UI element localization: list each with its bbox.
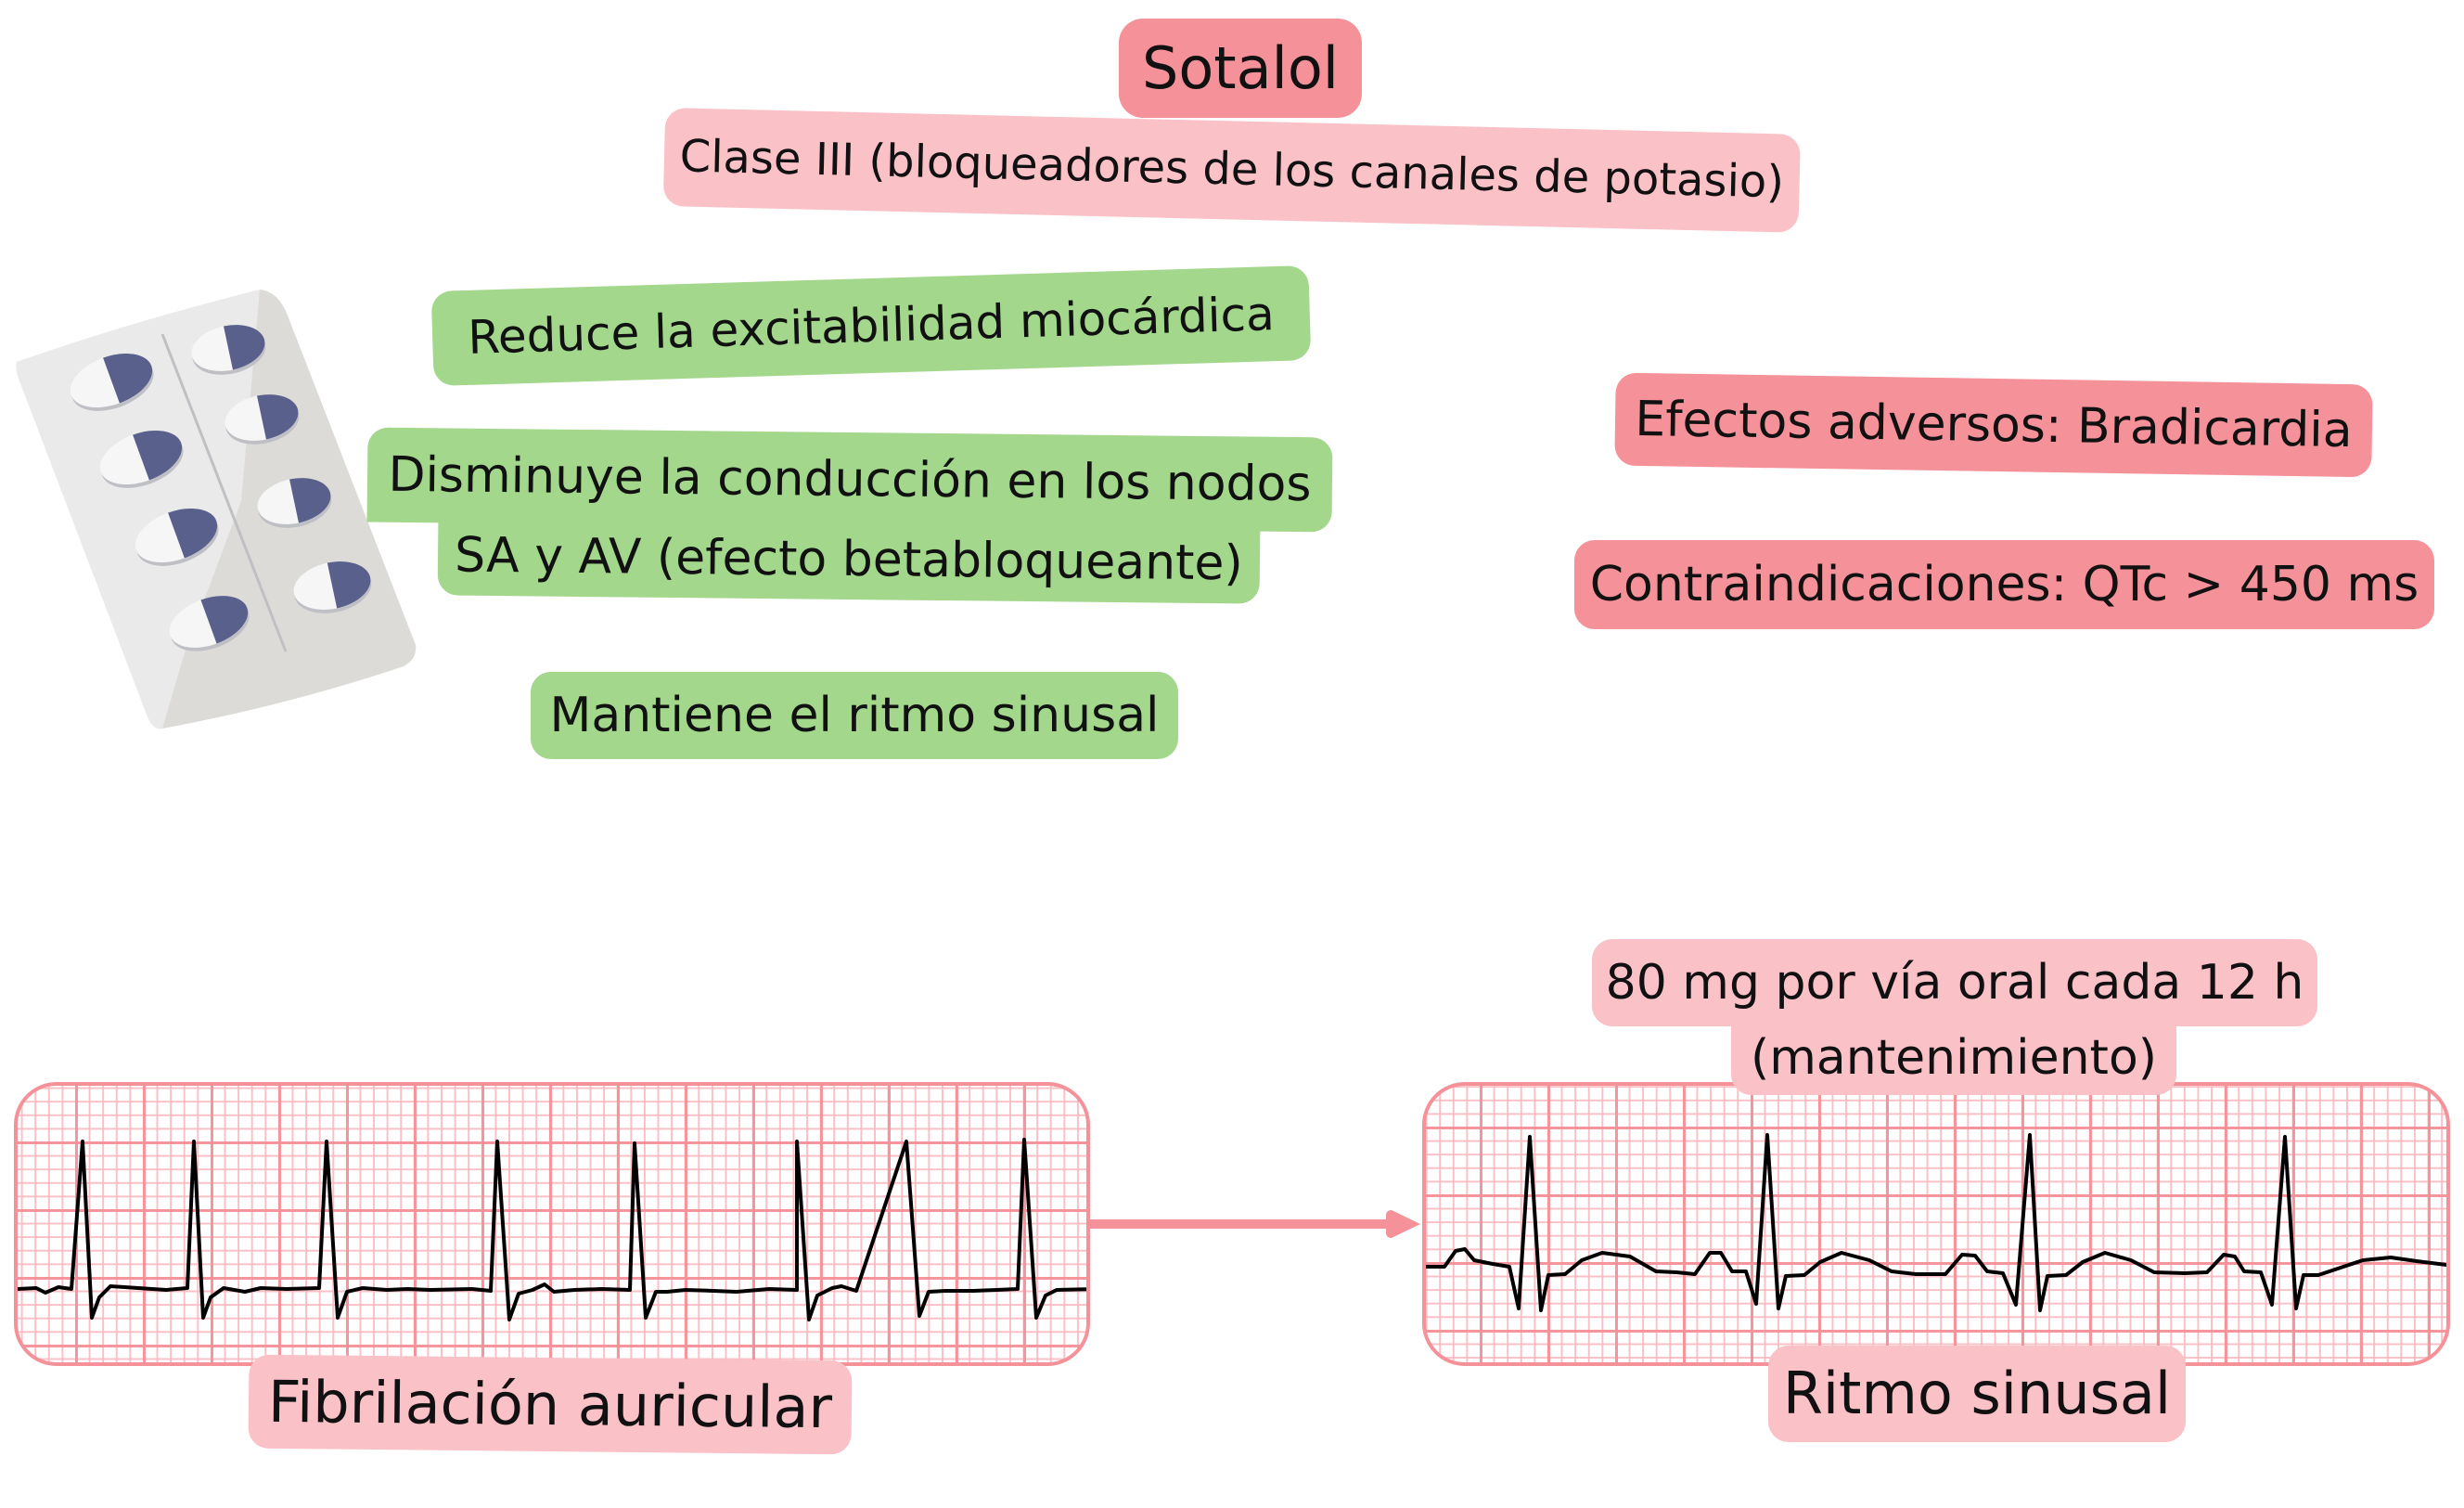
ecg-sinus-rhythm	[1422, 1082, 2450, 1366]
pill-icon	[70, 325, 372, 651]
label-atrial-fibrillation: Fibrilación auricular	[248, 1354, 853, 1455]
effect-reduce-excitability: Reduce la excitabilidad miocárdica	[430, 264, 1312, 387]
arrow-right-icon	[1090, 1210, 1420, 1238]
contraindications-label: Contraindicaciones: QTc > 450 ms	[1574, 540, 2434, 629]
label-sinus-rhythm: Ritmo sinusal	[1768, 1346, 2186, 1442]
ecg-atrial-fibrillation	[14, 1082, 1090, 1366]
dose-line1: 80 mg por vía oral cada 12 h	[1592, 939, 2317, 1026]
ecg-trace-regular	[1426, 1133, 2446, 1312]
drug-class-label: Clase III (bloqueadores de los canales d…	[662, 108, 1801, 233]
effect-conduction-line2: SA y AV (efecto betabloqueante)	[437, 515, 1261, 604]
drug-title: Sotalol	[1119, 19, 1362, 118]
pill-blister-icon	[16, 290, 417, 729]
effect-sinus-rhythm: Mantiene el ritmo sinusal	[531, 672, 1178, 759]
adverse-effects-label: Efectos adversos: Bradicardia	[1614, 372, 2373, 478]
ecg-trace-irregular	[18, 1138, 1086, 1321]
dose-line2: (mantenimiento)	[1731, 1021, 2176, 1095]
